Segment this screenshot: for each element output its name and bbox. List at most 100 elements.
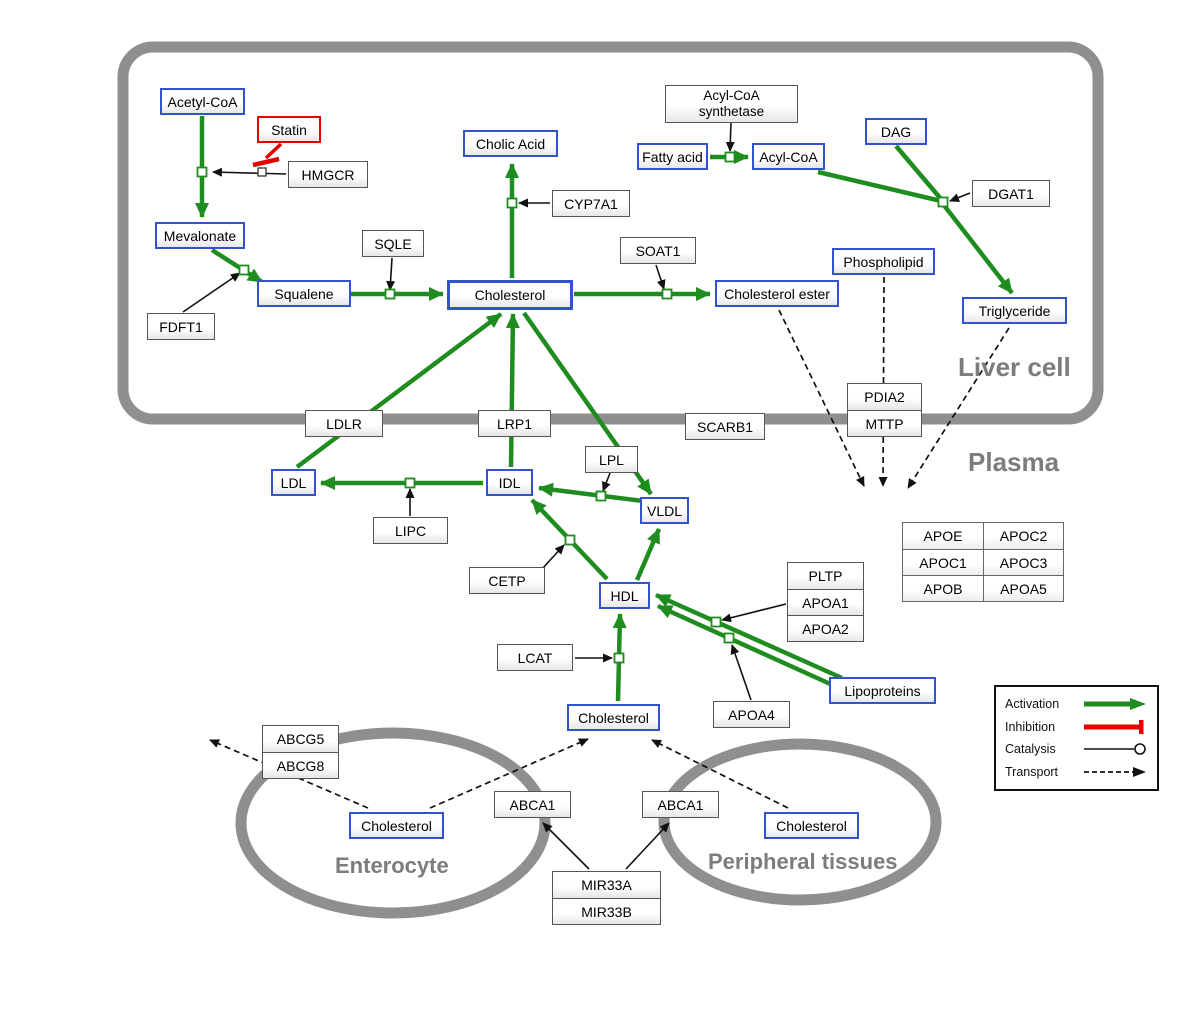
transport-edges bbox=[209, 276, 1010, 809]
node-cholesterol-liver[interactable]: Cholesterol bbox=[447, 280, 573, 310]
node-abcg8[interactable]: ABCG8 bbox=[263, 752, 338, 778]
node-mir33a-mir33b[interactable]: MIR33A MIR33B bbox=[552, 871, 661, 925]
node-squalene[interactable]: Squalene bbox=[257, 280, 351, 307]
node-phospholipid[interactable]: Phospholipid bbox=[832, 248, 935, 275]
node-cyp7a1[interactable]: CYP7A1 bbox=[552, 190, 630, 217]
apolipoprotein-table: APOE APOC2 APOC1 APOC3 APOB APOA5 bbox=[902, 522, 1064, 602]
node-scarb1[interactable]: SCARB1 bbox=[685, 413, 765, 440]
node-label: DAG bbox=[880, 123, 912, 140]
legend-catalysis: Catalysis bbox=[1005, 740, 1148, 758]
legend-activation-label: Activation bbox=[1005, 697, 1060, 711]
node-dgat1[interactable]: DGAT1 bbox=[972, 180, 1050, 207]
node-soat1[interactable]: SOAT1 bbox=[620, 237, 696, 264]
node-lipoproteins[interactable]: Lipoproteins bbox=[829, 677, 936, 704]
node-mevalonate[interactable]: Mevalonate bbox=[155, 222, 245, 249]
node-label: Cholesterol ester bbox=[724, 285, 830, 302]
inhibition-edge bbox=[252, 142, 283, 168]
node-apoa2[interactable]: APOA2 bbox=[788, 615, 863, 641]
node-triglyceride[interactable]: Triglyceride bbox=[962, 297, 1067, 324]
node-pltp-apoa1-apoa2[interactable]: PLTP APOA1 APOA2 bbox=[787, 562, 864, 642]
node-statin[interactable]: Statin bbox=[257, 116, 321, 143]
node-apoa5[interactable]: APOA5 bbox=[983, 575, 1063, 601]
node-fdft1[interactable]: FDFT1 bbox=[147, 313, 215, 340]
node-label: LIPC bbox=[394, 522, 427, 539]
node-mir33b[interactable]: MIR33B bbox=[553, 898, 660, 924]
legend-activation: Activation bbox=[1005, 695, 1148, 713]
node-hmgcr[interactable]: HMGCR bbox=[288, 161, 368, 188]
enterocyte-label: Enterocyte bbox=[335, 853, 449, 878]
node-apob[interactable]: APOB bbox=[903, 575, 983, 601]
node-cholesterol-ester[interactable]: Cholesterol ester bbox=[715, 280, 839, 307]
node-ldlr[interactable]: LDLR bbox=[305, 410, 383, 437]
node-apoc2[interactable]: APOC2 bbox=[983, 523, 1063, 549]
node-apoa1[interactable]: APOA1 bbox=[788, 589, 863, 615]
node-sqle[interactable]: SQLE bbox=[362, 230, 424, 257]
inhibition-target-square bbox=[257, 167, 267, 177]
node-label: LDLR bbox=[326, 415, 362, 432]
node-label: SQLE bbox=[374, 235, 412, 252]
liver-cell-membrane bbox=[117, 41, 1104, 425]
node-label: HDL bbox=[610, 587, 639, 604]
node-label: CETP bbox=[488, 572, 526, 589]
node-abcg5[interactable]: ABCG5 bbox=[263, 726, 338, 752]
node-vldl[interactable]: VLDL bbox=[640, 497, 689, 524]
node-apoe[interactable]: APOE bbox=[903, 523, 983, 549]
node-label: VLDL bbox=[646, 502, 683, 519]
node-label: CYP7A1 bbox=[564, 195, 618, 212]
activation-edges bbox=[195, 116, 1014, 702]
plasma-label: Plasma bbox=[968, 447, 1060, 477]
node-cholic-acid[interactable]: Cholic Acid bbox=[463, 130, 558, 157]
node-label: Cholesterol bbox=[474, 287, 546, 303]
node-acyl-coa-synthetase[interactable]: Acyl-CoA synthetase bbox=[665, 85, 798, 123]
node-label: ABCA1 bbox=[657, 796, 704, 813]
node-label: LDL bbox=[280, 474, 307, 491]
node-cholesterol-peripheral[interactable]: Cholesterol bbox=[764, 812, 859, 839]
node-lipc[interactable]: LIPC bbox=[373, 517, 448, 544]
node-lpl[interactable]: LPL bbox=[585, 446, 638, 473]
node-cetp[interactable]: CETP bbox=[469, 567, 545, 594]
node-label: Cholic Acid bbox=[475, 135, 546, 152]
node-idl[interactable]: IDL bbox=[486, 469, 533, 496]
node-label: LPL bbox=[599, 451, 624, 468]
peripheral-tissues-label: Peripheral tissues bbox=[708, 849, 898, 874]
legend-inhibition: Inhibition bbox=[1005, 718, 1148, 736]
node-mttp[interactable]: MTTP bbox=[848, 410, 921, 436]
node-cholesterol-enterocyte[interactable]: Cholesterol bbox=[349, 812, 444, 839]
legend-transport: Transport bbox=[1005, 763, 1148, 781]
node-fatty-acid[interactable]: Fatty acid bbox=[637, 143, 708, 170]
liver-cell-label: Liver cell bbox=[958, 352, 1071, 382]
node-apoc3[interactable]: APOC3 bbox=[983, 549, 1063, 575]
node-acetyl-coa[interactable]: Acetyl-CoA bbox=[160, 88, 245, 115]
node-label: Acetyl-CoA bbox=[167, 93, 238, 110]
legend-transport-label: Transport bbox=[1005, 764, 1059, 779]
node-hdl[interactable]: HDL bbox=[599, 582, 650, 609]
node-apoa4[interactable]: APOA4 bbox=[713, 701, 790, 728]
peripheral-tissues-membrane bbox=[658, 738, 942, 906]
node-label: Mevalonate bbox=[163, 227, 237, 244]
node-abca1-peripheral[interactable]: ABCA1 bbox=[642, 791, 719, 818]
activation-arrow-icon bbox=[1084, 698, 1146, 710]
node-acyl-coa[interactable]: Acyl-CoA bbox=[752, 143, 825, 170]
node-pdia2-mttp[interactable]: PDIA2 MTTP bbox=[847, 383, 922, 437]
node-ldl[interactable]: LDL bbox=[271, 469, 316, 496]
node-dag[interactable]: DAG bbox=[865, 118, 927, 145]
legend-catalysis-label: Catalysis bbox=[1005, 742, 1056, 757]
node-abca1-enterocyte[interactable]: ABCA1 bbox=[494, 791, 571, 818]
node-cholesterol-plasma[interactable]: Cholesterol bbox=[567, 704, 660, 731]
node-pltp[interactable]: PLTP bbox=[788, 563, 863, 589]
node-label: HMGCR bbox=[301, 166, 355, 183]
node-label: Triglyceride bbox=[978, 302, 1051, 319]
node-label: APOA4 bbox=[728, 706, 775, 723]
inhibition-tbar-icon bbox=[1084, 719, 1144, 734]
node-label: Acyl-CoA synthetase bbox=[698, 88, 765, 119]
node-label: Cholesterol bbox=[578, 709, 649, 726]
node-lcat[interactable]: LCAT bbox=[497, 644, 573, 671]
node-apoc1[interactable]: APOC1 bbox=[903, 549, 983, 575]
node-mir33a[interactable]: MIR33A bbox=[553, 872, 660, 898]
node-pdia2[interactable]: PDIA2 bbox=[848, 384, 921, 410]
transport-dashed-arrow-icon bbox=[1084, 766, 1146, 777]
node-abcg5-abcg8[interactable]: ABCG5 ABCG8 bbox=[262, 725, 339, 779]
node-label: FDFT1 bbox=[159, 318, 203, 335]
node-lrp1[interactable]: LRP1 bbox=[478, 410, 551, 437]
